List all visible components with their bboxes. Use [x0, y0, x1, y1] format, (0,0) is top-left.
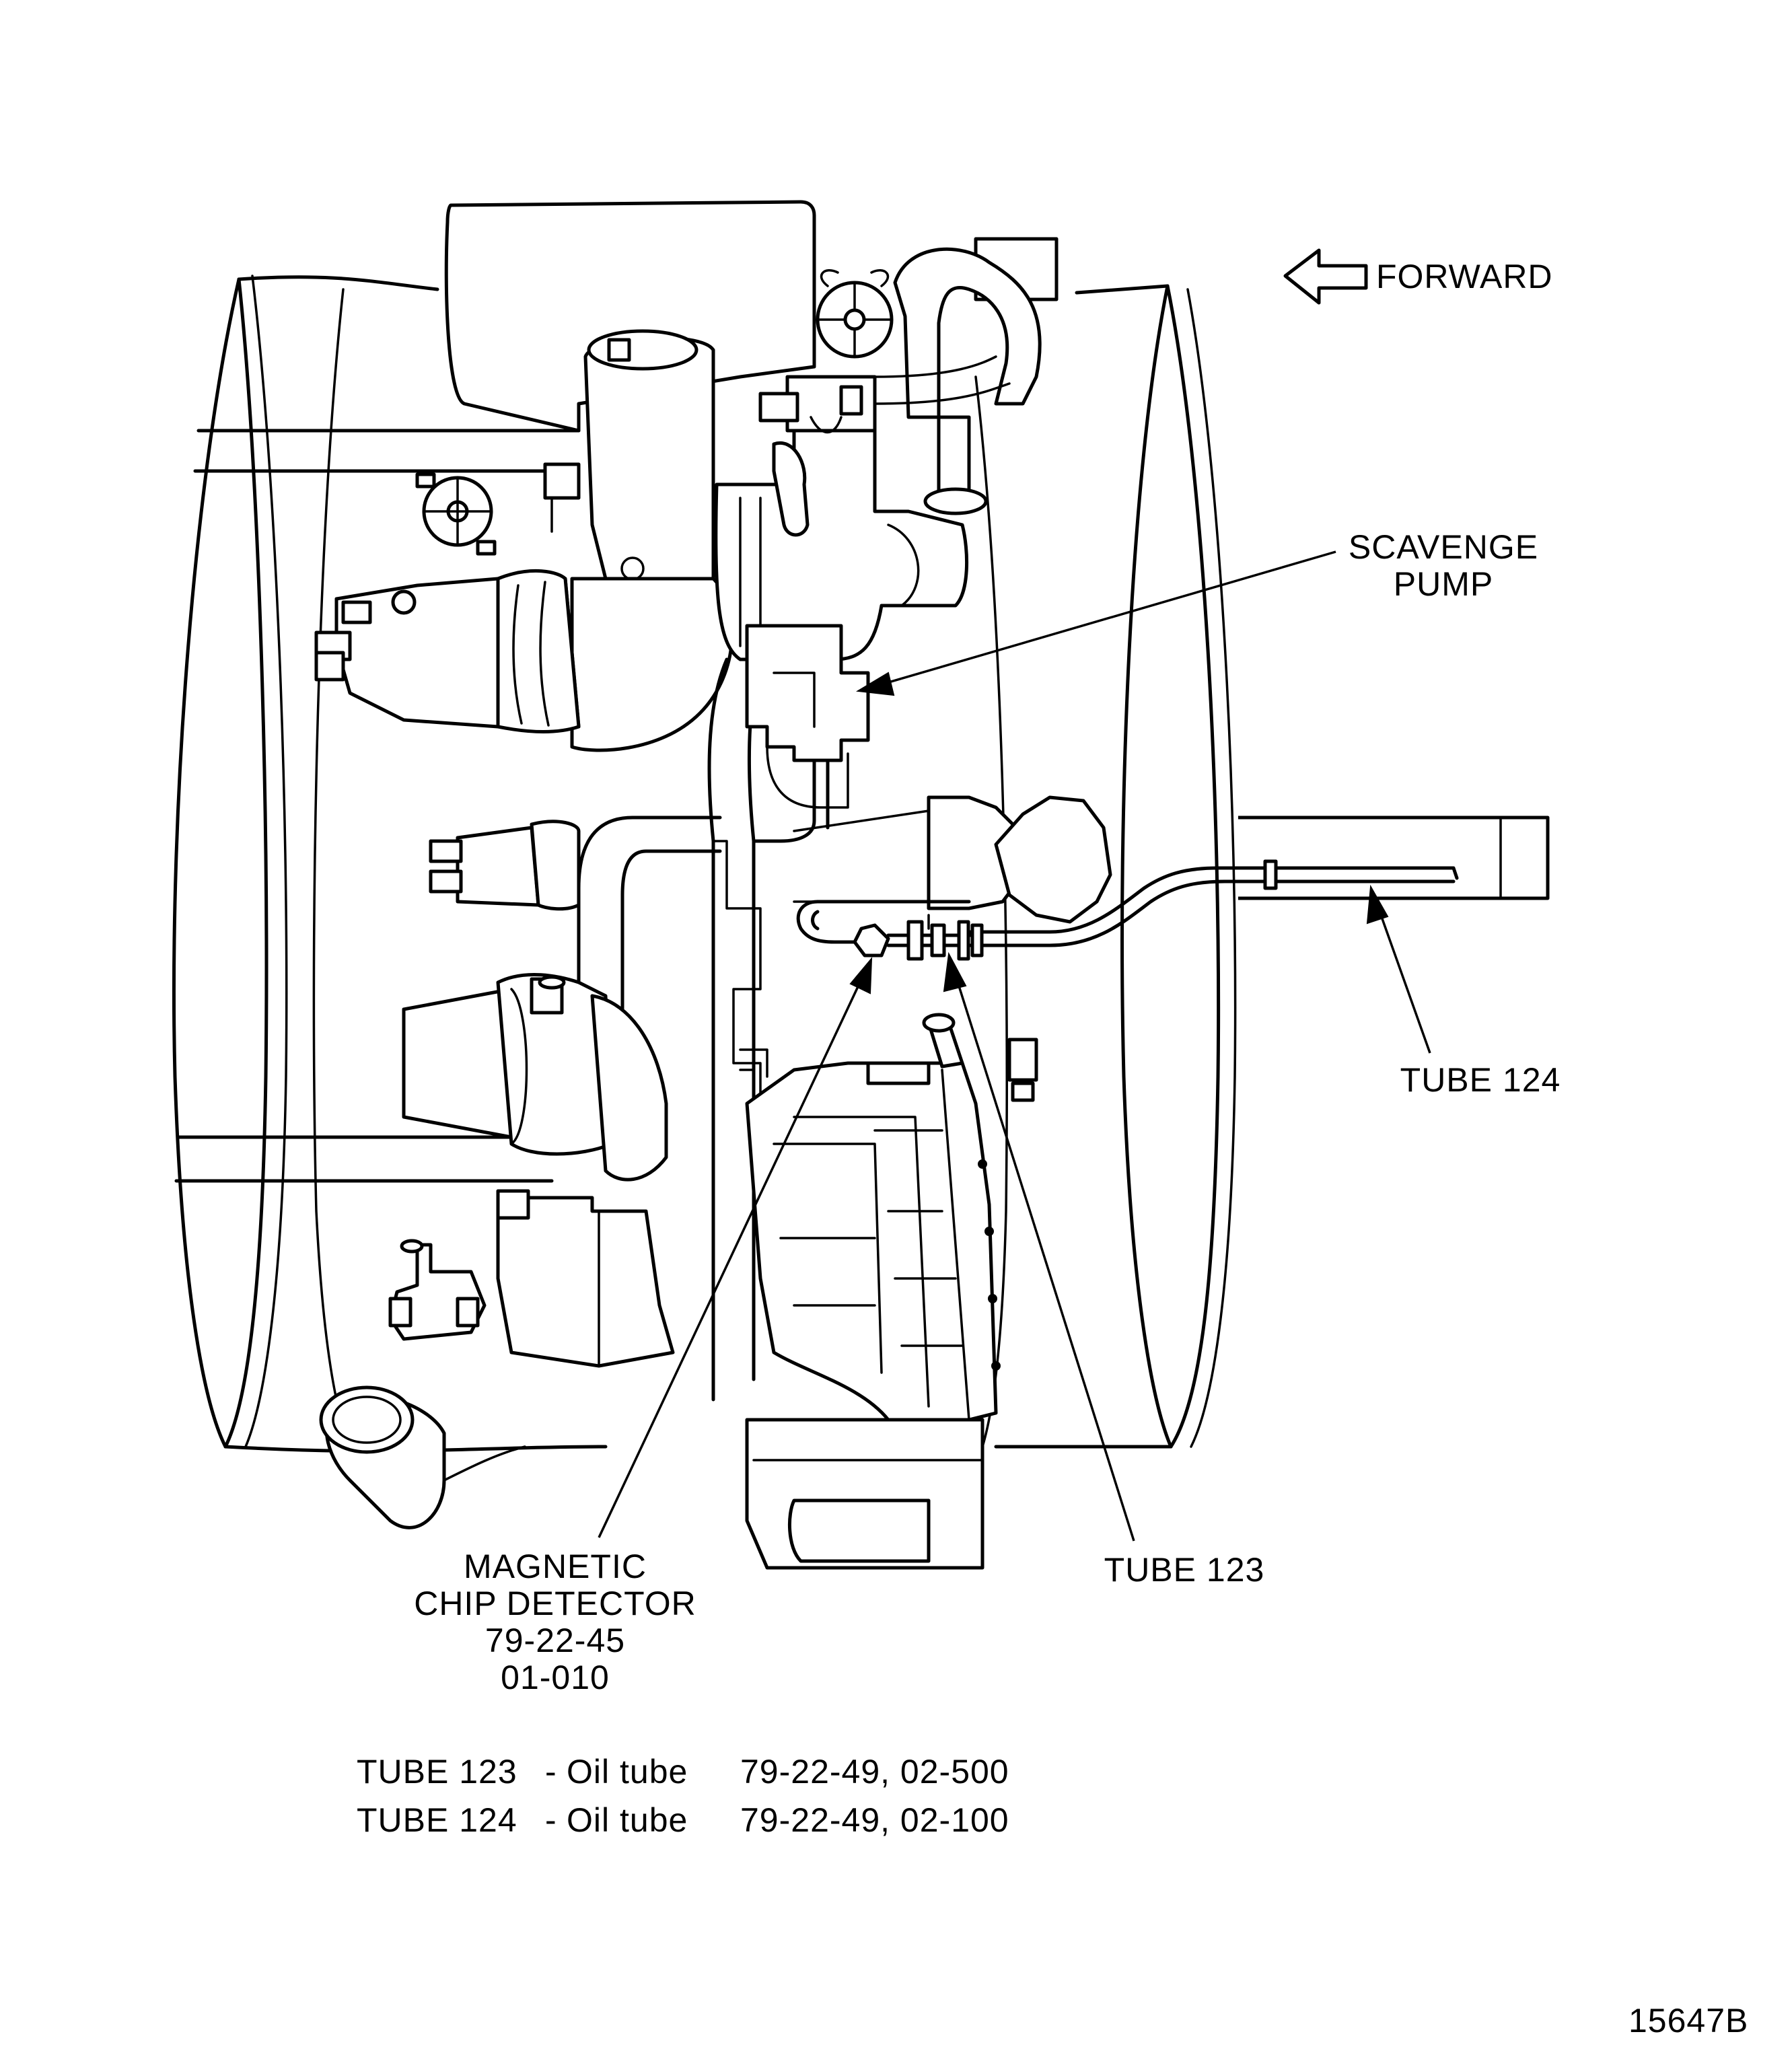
parts-reference-separator: - — [545, 1753, 557, 1791]
tube-123-line — [796, 900, 984, 961]
lower-left-assembly — [319, 1189, 675, 1529]
parts-reference-description: Oil tube — [567, 1801, 688, 1839]
chip-detector-label-line1: MAGNETIC — [464, 1548, 647, 1585]
tube-123-arrowhead — [943, 951, 967, 992]
scavenge-pump-body — [745, 624, 870, 843]
leader-lines — [598, 550, 1431, 1542]
scavenge-pump-arrowhead — [855, 672, 895, 696]
parts-reference-tube: TUBE 124 — [357, 1801, 517, 1839]
tube-123-leader — [952, 968, 1135, 1542]
scavenge-pump-label-line1: SCAVENGE — [1349, 528, 1538, 566]
tube-124-arrowhead — [1366, 884, 1389, 925]
tube-124-leader — [1375, 901, 1431, 1054]
mid-left-connectors — [429, 816, 722, 1079]
upper-pump-housing — [714, 375, 969, 661]
engine-casing — [172, 275, 1237, 1453]
chip-detector-label-line3: 79-22-45 — [485, 1622, 625, 1659]
chip-detector-label-line2: CHIP DETECTOR — [414, 1585, 696, 1622]
chip-detector-leader — [598, 972, 866, 1538]
forward-arrow: FORWARD — [1283, 248, 1553, 305]
right-bracket — [1238, 816, 1550, 900]
parts-reference-tube: TUBE 123 — [357, 1753, 517, 1791]
tube-123-label: TUBE 123 — [1104, 1551, 1265, 1589]
chip-detector-arrowhead — [849, 957, 873, 995]
forward-label: FORWARD — [1376, 258, 1553, 295]
scavenge-pump-label-line2: PUMP — [1394, 565, 1493, 603]
upper-piping — [816, 237, 1059, 515]
left-upper-pump — [314, 462, 581, 733]
forward-arrow-icon — [1283, 248, 1368, 305]
lower-left-pump — [402, 972, 668, 1182]
accessory-column — [570, 329, 762, 1402]
parts-reference-table: TUBE 123 - Oil tube 79-22-49, 02-500 TUB… — [357, 1753, 1009, 1839]
lower-right-gearbox — [739, 1013, 1038, 1422]
parts-reference-number: 79-22-49, 02-100 — [740, 1801, 1009, 1839]
chip-detector-label-line4: 01-010 — [501, 1659, 610, 1696]
scavenge-pump-leader — [874, 550, 1336, 688]
parts-reference-number: 79-22-49, 02-500 — [740, 1753, 1009, 1791]
tube-124-label: TUBE 124 — [1400, 1061, 1561, 1099]
figure-number: 15647B — [1628, 2002, 1748, 2039]
parts-reference-description: Oil tube — [567, 1753, 688, 1791]
bottom-box — [745, 1418, 984, 1570]
top-box — [444, 200, 816, 433]
diamond-housing — [793, 795, 1112, 924]
parts-reference-row: TUBE 123 - Oil tube 79-22-49, 02-500 — [357, 1753, 1009, 1791]
parts-reference-separator: - — [545, 1801, 557, 1839]
tube-124-line — [967, 859, 1459, 947]
parts-reference-row: TUBE 124 - Oil tube 79-22-49, 02-100 — [357, 1801, 1009, 1839]
